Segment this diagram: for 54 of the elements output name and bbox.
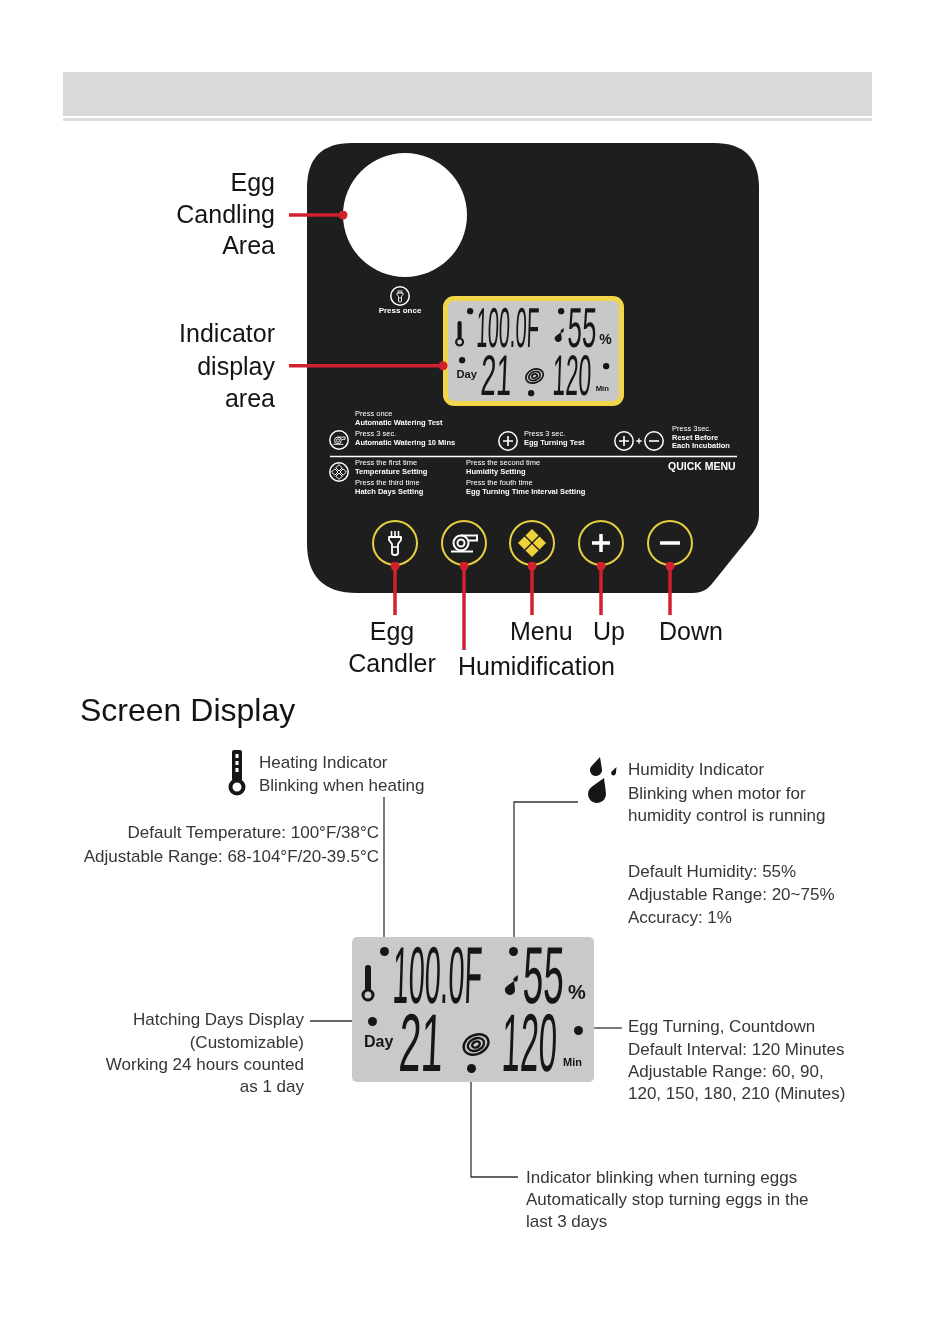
menu-heading: QUICK MENU (668, 460, 736, 472)
lcd-screen (352, 937, 594, 1082)
leader-line (390, 561, 400, 615)
annotation-text: Hatching Days Display (Customizable) (132, 1008, 304, 1054)
annotation-text: Default Interval: 120 Minutes (628, 1038, 846, 1061)
info-text: Default Temperature: 100°F/38°C (126, 821, 379, 844)
leader-line (593, 1027, 623, 1029)
callout-label: Indicator display area (165, 317, 275, 415)
leader-line (527, 561, 537, 615)
leader-line (470, 1081, 519, 1178)
callout-label: Down (659, 615, 723, 647)
annotation-text: Working 24 hours counted as 1 day (104, 1054, 304, 1098)
leader-line (383, 796, 385, 938)
lcd-digits: 21 (398, 1012, 445, 1074)
lcd-digits: 120 (501, 1012, 559, 1074)
lcd-digits: 120 (552, 353, 593, 397)
annotation-text: Egg Turning, Countdown (628, 1015, 817, 1038)
lcd-digits: 21 (480, 353, 513, 397)
lcd-digits: 55 (522, 945, 566, 1006)
lcd-unit: % (599, 333, 612, 346)
lcd-digits: 100.0F (476, 306, 540, 349)
annotation-text: Heating Indicator (259, 751, 389, 774)
annotation-text: Adjustable Range: 60, 90, 120, 150, 180, 210 (Minutes) (628, 1061, 847, 1104)
leader-line (289, 361, 448, 371)
info-text: Adjustable Range: 68-104°F/20-39.5°C (82, 845, 379, 868)
leader-line (513, 801, 579, 938)
info-text: Accuracy: 1% (628, 906, 732, 929)
lcd-digits: 100.0F (392, 945, 483, 1006)
leader-line (665, 561, 675, 615)
callout-label: Up (593, 615, 625, 647)
lcd-label: Day (456, 368, 477, 381)
callout-label: Egg Candling Area (165, 167, 275, 262)
leader-line (289, 210, 348, 220)
section-heading: Screen Display (80, 691, 296, 729)
lcd-unit: Min (563, 1056, 582, 1068)
callout-label: Humidification (458, 650, 615, 682)
lcd-label: Day (364, 1033, 394, 1051)
instruction-text: Press once (377, 306, 423, 315)
annotation-text: Blinking when motor for humidity control is running (628, 783, 827, 827)
control-panel (307, 143, 759, 593)
annotation-text: Blinking when heating (259, 774, 426, 797)
info-text: Default Humidity: 55% (628, 860, 797, 883)
lcd-digits: 55 (567, 306, 598, 349)
callout-label: Egg Candler (342, 615, 442, 679)
leader-line (309, 1020, 353, 1022)
annotation-text: Humidity Indicator (628, 758, 766, 781)
info-text: Adjustable Range: 20~75% (628, 883, 835, 906)
annotation-text: Indicator blinking when turning eggs (526, 1166, 799, 1189)
annotation-text: Automatically stop turning eggs in the last 3 days (526, 1189, 810, 1233)
lcd-unit: % (568, 984, 586, 1000)
leader-line (596, 561, 606, 615)
lcd-screen (443, 296, 624, 406)
leader-line (459, 561, 469, 650)
callout-label: Menu (510, 615, 573, 647)
